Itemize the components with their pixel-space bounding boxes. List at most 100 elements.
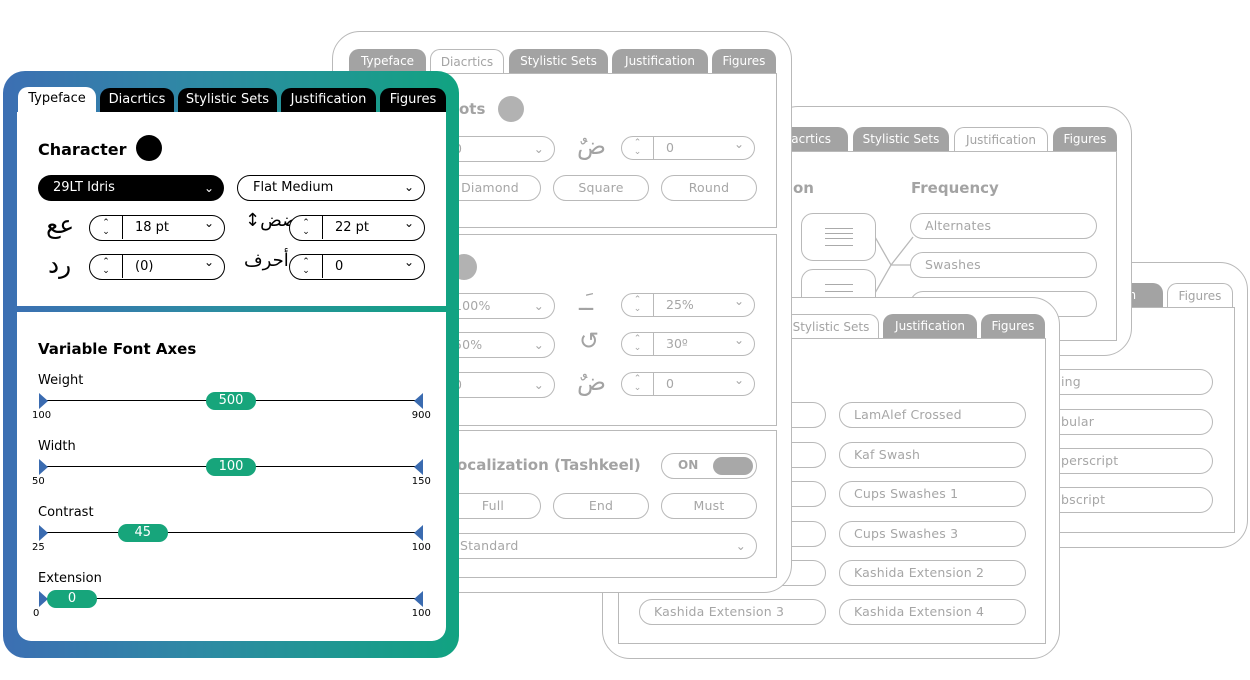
frequency-option-swashes[interactable]: Swashes xyxy=(910,252,1097,278)
chevron-down-icon: ⌄ xyxy=(403,255,414,269)
axis-thumb[interactable]: 500 xyxy=(206,392,256,410)
axis-min-marker-icon xyxy=(39,459,48,475)
stepper-value: 0 xyxy=(666,140,674,155)
justify-preview-box[interactable] xyxy=(801,213,876,261)
font-family-select[interactable]: 29LT Idris ⌄ xyxy=(38,175,224,201)
tracking-stepper[interactable]: ⌃⌄(0)⌄ xyxy=(89,254,225,280)
stepper-arrows-icon[interactable]: ⌃⌄ xyxy=(622,333,654,355)
tab-panel-d-stylistic-sets[interactable]: Stylistic Sets xyxy=(783,314,879,338)
tab-label: Justification xyxy=(290,92,367,107)
option-label: LamAlef Crossed xyxy=(854,407,962,422)
select-value: 29LT Idris xyxy=(53,180,115,195)
tab-label: Stylistic Sets xyxy=(792,320,870,334)
connector-lines xyxy=(875,236,914,294)
vocalization-toggle[interactable]: ON xyxy=(661,453,757,479)
stylistic-option-cups-1[interactable]: Cups Swashes 1 xyxy=(839,481,1026,507)
tab-panel-b-stylistic-sets[interactable]: Stylistic Sets xyxy=(853,127,949,151)
stylistic-option-lamalef[interactable]: LamAlef Crossed xyxy=(839,402,1026,428)
option-label: perscript xyxy=(1061,453,1119,468)
chevron-down-icon: ⌄ xyxy=(733,333,744,347)
font-style-select[interactable]: Flat Medium⌄ xyxy=(237,175,425,201)
tab-panel-b-justification[interactable]: Justification xyxy=(954,127,1048,151)
stepper-arrows-icon[interactable]: ⌃⌄ xyxy=(622,137,654,159)
tab-panel-d-justification[interactable]: Justification xyxy=(883,314,977,338)
option-pill[interactable]: perscript xyxy=(1031,448,1213,474)
stepper-arrows-icon[interactable]: ⌃⌄ xyxy=(90,255,123,278)
axis-max-label: 100 xyxy=(411,608,431,619)
tab-label: Diacrtics xyxy=(108,92,166,107)
axis-min-marker-icon xyxy=(39,591,48,607)
tab-label: Diacrtics xyxy=(440,55,494,69)
tab-figures[interactable]: Figures xyxy=(380,88,446,112)
tab-panel-a-figures[interactable]: Figures xyxy=(712,49,776,73)
chevron-down-icon: ⌄ xyxy=(403,180,414,194)
tab-typeface[interactable]: Typeface xyxy=(18,87,96,113)
axis-track[interactable] xyxy=(42,532,420,534)
tab-panel-a-justification[interactable]: Justification xyxy=(612,49,708,73)
stylistic-option-kashida-2[interactable]: Kashida Extension 2 xyxy=(839,560,1026,586)
dots-offset-stepper[interactable]: ⌃⌄ 0 ⌄ xyxy=(621,136,755,160)
vocalization-end[interactable]: End xyxy=(553,493,649,519)
option-pill[interactable]: bular xyxy=(1031,409,1213,435)
vocalization-full[interactable]: Full xyxy=(445,493,541,519)
tab-diacritics[interactable]: Diacrtics xyxy=(100,88,174,112)
frequency-option-alternates[interactable]: Alternates xyxy=(910,213,1097,239)
chevron-down-icon: ⌄ xyxy=(203,181,214,195)
axis-thumb[interactable]: 45 xyxy=(117,524,168,542)
axis-track[interactable] xyxy=(42,598,420,600)
word-spacing-stepper[interactable]: ⌃⌄0⌄ xyxy=(289,254,425,280)
chevron-down-icon: ⌄ xyxy=(203,216,214,230)
tab-panel-a-diacritics[interactable]: Diacrtics xyxy=(430,49,504,73)
tab-panel-a-stylistic-sets[interactable]: Stylistic Sets xyxy=(509,49,608,73)
option-label: bscript xyxy=(1061,492,1106,507)
option-pill[interactable]: ing xyxy=(1031,369,1213,395)
marks-extra-stepper[interactable]: ⌃⌄0⌄ xyxy=(621,372,755,396)
option-label: Kashida Extension 4 xyxy=(854,604,985,619)
stylistic-option-kashida-4[interactable]: Kashida Extension 4 xyxy=(839,599,1026,625)
tab-panel-c-figures[interactable]: Figures xyxy=(1167,283,1233,307)
dots-color-swatch[interactable] xyxy=(498,96,524,122)
font-size-icon: عع xyxy=(46,210,75,239)
vocalization-style-select[interactable]: Standard⌄ xyxy=(445,533,757,559)
line-height-stepper[interactable]: ⌃⌄22 pt⌄ xyxy=(289,215,425,241)
option-pill[interactable]: bscript xyxy=(1031,487,1213,513)
align-justify-icon xyxy=(825,228,853,246)
tab-panel-d-figures[interactable]: Figures xyxy=(981,314,1045,338)
tab-stylistic-sets[interactable]: Stylistic Sets xyxy=(178,88,277,112)
tab-justification[interactable]: Justification xyxy=(281,88,376,112)
option-label: Alternates xyxy=(925,218,992,233)
tab-label: Figures xyxy=(1178,289,1222,303)
tab-panel-b-figures[interactable]: Figures xyxy=(1053,127,1117,151)
stepper-arrows-icon[interactable]: ⌃⌄ xyxy=(290,216,323,239)
dot-shape-square[interactable]: Square xyxy=(553,175,649,201)
chevron-down-icon: ⌄ xyxy=(733,137,744,151)
variable-axes-section xyxy=(17,312,446,641)
tab-label: Justification xyxy=(895,319,965,333)
stylistic-option-kashida-3[interactable]: Kashida Extension 3 xyxy=(639,599,826,625)
vocalization-must[interactable]: Must xyxy=(661,493,757,519)
stepper-arrows-icon[interactable]: ⌃⌄ xyxy=(290,255,323,278)
font-size-stepper[interactable]: ⌃⌄18 pt⌄ xyxy=(89,215,225,241)
stylistic-option-cups-3[interactable]: Cups Swashes 3 xyxy=(839,521,1026,547)
stepper-arrows-icon[interactable]: ⌃⌄ xyxy=(90,216,123,239)
stepper-arrows-icon[interactable]: ⌃⌄ xyxy=(622,373,654,395)
marks-rotation-stepper[interactable]: ⌃⌄ 30º ⌄ xyxy=(621,332,755,356)
stepper-arrows-icon[interactable]: ⌃⌄ xyxy=(622,294,654,316)
tab-label: Figures xyxy=(1063,132,1107,146)
tab-panel-a-typeface[interactable]: Typeface xyxy=(349,49,426,73)
panel-b-col1-title: on xyxy=(793,179,814,197)
axis-thumb[interactable]: 0 xyxy=(47,590,97,608)
axis-thumb[interactable]: 100 xyxy=(206,458,256,476)
dot-shape-round[interactable]: Round xyxy=(661,175,757,201)
tab-label: Justification xyxy=(966,133,1036,147)
tab-label: Stylistic Sets xyxy=(520,54,597,68)
stylistic-option-kaf-swash[interactable]: Kaf Swash xyxy=(839,442,1026,468)
marks-offset-stepper[interactable]: ⌃⌄25%⌄ xyxy=(621,293,755,317)
select-value: 100% xyxy=(454,298,491,313)
select-value: Standard xyxy=(460,538,519,553)
axis-min-marker-icon xyxy=(39,525,48,541)
stepper-value: 30º xyxy=(666,336,688,351)
character-color-swatch[interactable] xyxy=(136,135,162,161)
chevron-down-icon: ⌄ xyxy=(203,255,214,269)
chevron-down-icon: ⌄ xyxy=(733,294,744,308)
